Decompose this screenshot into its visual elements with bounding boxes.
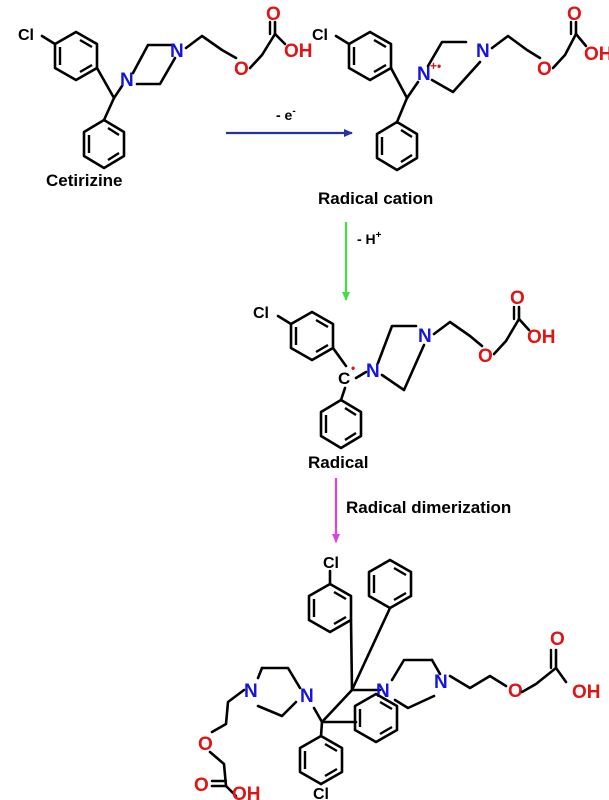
label-radical-cation: Radical cation: [318, 189, 433, 208]
nitrogen-atom: N: [170, 41, 184, 62]
condition-radical-dimerization: Radical dimerization: [346, 498, 511, 517]
hydroxyl-group: OH: [284, 41, 313, 62]
chlorine-atom: Cl: [18, 27, 34, 44]
nitrogen-atom: N: [434, 672, 448, 693]
nitrogen-atom: N: [476, 41, 490, 62]
nitrogen-atom: N: [417, 64, 431, 85]
molecule-radical: Cl C • N N O O OH: [253, 288, 556, 450]
oxygen-atom: O: [550, 629, 565, 650]
chlorine-atom: Cl: [253, 305, 269, 322]
radical-cation-charge: +•: [430, 59, 441, 73]
molecule-radical-cation: Cl N +• N O O OH: [312, 4, 609, 172]
label-radical: Radical: [308, 453, 368, 472]
oxygen-atom: O: [508, 681, 523, 702]
nitrogen-atom: N: [418, 326, 432, 347]
molecule-cetirizine: Cl N N O O OH: [18, 4, 313, 170]
chlorine-atom: Cl: [313, 786, 329, 800]
hydroxyl-group: OH: [584, 44, 609, 65]
radical-dot: •: [351, 361, 355, 375]
oxygen-atom: O: [478, 346, 493, 367]
oxygen-atom: O: [198, 734, 213, 755]
chlorine-atom: Cl: [323, 555, 339, 572]
oxygen-atom: O: [234, 59, 249, 80]
oxygen-atom: O: [567, 4, 582, 25]
nitrogen-atom: N: [120, 70, 134, 91]
chlorine-atom: Cl: [312, 27, 328, 44]
oxygen-atom: O: [194, 775, 209, 796]
condition-proton-loss: - H+: [357, 230, 382, 247]
hydroxyl-group: OH: [572, 682, 601, 703]
carbon-radical-center: C: [338, 369, 350, 388]
oxygen-atom: O: [510, 288, 525, 309]
molecule-dimer: Cl N N O O OH Cl: [194, 555, 601, 800]
label-cetirizine: Cetirizine: [46, 171, 123, 190]
hydroxyl-group: OH: [527, 327, 556, 348]
nitrogen-atom: N: [300, 686, 314, 707]
nitrogen-atom: N: [244, 681, 258, 702]
nitrogen-atom: N: [366, 361, 380, 382]
oxygen-atom: O: [266, 4, 281, 25]
oxygen-atom: O: [537, 59, 552, 80]
hydroxyl-group: OH: [232, 784, 261, 800]
condition-electron-loss: - e-: [276, 106, 296, 123]
